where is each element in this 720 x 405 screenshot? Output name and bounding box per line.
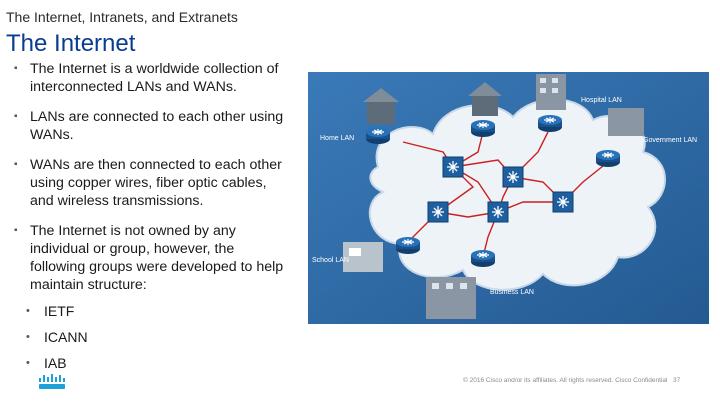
bullet-item: ▪ LANs are connected to each other using …: [14, 108, 284, 144]
school-lan-group: [343, 236, 421, 272]
sub-bullet-marker-icon: •: [26, 331, 30, 343]
internet-diagram: Home LAN Hospital LAN Government LAN Sch…: [308, 72, 709, 324]
bullet-item: ▪ WANs are then connected to each other u…: [14, 156, 284, 210]
bullet-list: ▪ The Internet is a worldwide collection …: [14, 60, 284, 306]
wan-switch: [442, 156, 464, 178]
bullet-item: ▪ The Internet is a worldwide collection …: [14, 60, 284, 96]
sub-bullet-item: • IETF: [26, 302, 88, 328]
slide-title: The Internet: [6, 30, 136, 57]
cisco-logo: [39, 374, 65, 389]
sub-bullet-text: IETF: [44, 303, 75, 319]
sub-bullet-item: • IAB: [26, 354, 88, 380]
bullet-text: LANs are connected to each other using W…: [30, 109, 284, 143]
home-lan-group: [363, 88, 399, 145]
wan-switch: [427, 201, 449, 223]
home-lan-label: Home LAN: [320, 135, 354, 142]
lan-house-group: [468, 82, 502, 138]
bullet-marker-icon: ▪: [14, 111, 18, 122]
sub-bullet-list: • IETF • ICANN • IAB: [26, 302, 88, 380]
bullet-text: WANs are then connected to each other us…: [30, 157, 282, 209]
sub-bullet-text: IAB: [44, 355, 67, 371]
school-lan-label: School LAN: [312, 257, 349, 264]
bullet-marker-icon: ▪: [14, 159, 18, 170]
bullet-marker-icon: ▪: [14, 225, 18, 236]
sub-bullet-item: • ICANN: [26, 328, 88, 354]
footer: © 2016 Cisco and/or its affiliates. All …: [0, 372, 720, 402]
bullet-marker-icon: ▪: [14, 63, 18, 74]
section-title: The Internet, Intranets, and Extranets: [6, 9, 238, 25]
wan-switch: [552, 191, 574, 213]
wan-switch: [502, 166, 524, 188]
bullet-item: ▪ The Internet is not owned by any indivi…: [14, 222, 284, 294]
government-lan-label: Government LAN: [643, 137, 697, 144]
copyright-text: © 2016 Cisco and/or its affiliates. All …: [463, 377, 668, 384]
business-lan-group: [426, 249, 496, 319]
sub-bullet-text: ICANN: [44, 329, 88, 345]
hospital-lan-group: [536, 74, 566, 133]
hospital-lan-label: Hospital LAN: [581, 97, 622, 104]
business-lan-label: Business LAN: [490, 289, 534, 296]
sub-bullet-marker-icon: •: [26, 305, 30, 317]
bullet-text: The Internet is a worldwide collection o…: [30, 61, 279, 95]
page-number: 37: [673, 377, 681, 384]
sub-bullet-marker-icon: •: [26, 357, 30, 369]
bullet-text: The Internet is not owned by any individ…: [30, 223, 284, 293]
government-lan-group: [595, 108, 644, 168]
wan-switch: [487, 201, 509, 223]
